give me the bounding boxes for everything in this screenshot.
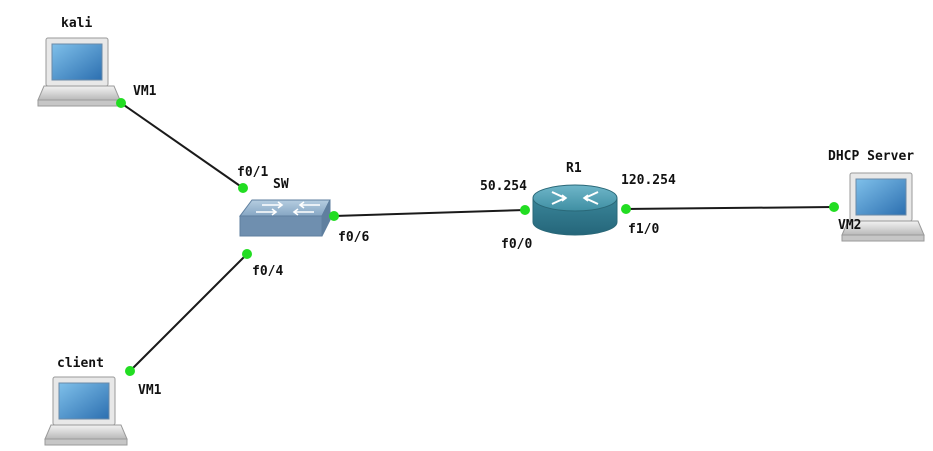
link-switch-router[interactable] xyxy=(333,209,526,217)
port-label-client-vm1: VM1 xyxy=(138,383,162,398)
port-dot-client-vm1 xyxy=(125,366,135,376)
port-label-sw-f0-4: f0/4 xyxy=(252,264,283,279)
port-labels: VM1 f0/1 VM1 f0/4 f0/6 f0/0 50.254 120.2… xyxy=(133,84,861,398)
device-client[interactable]: client xyxy=(44,356,128,446)
device-dhcp-server[interactable]: DHCP Server xyxy=(828,149,925,242)
port-label-kali-vm1: VM1 xyxy=(133,84,157,99)
link-client-switch[interactable] xyxy=(129,253,248,372)
computer-icon xyxy=(37,37,121,107)
device-kali[interactable]: kali xyxy=(37,16,121,107)
port-dots xyxy=(116,98,839,376)
device-switch[interactable]: SW xyxy=(239,177,331,237)
device-label-r1: R1 xyxy=(566,161,582,176)
link-kali-switch[interactable] xyxy=(120,102,244,189)
device-label-client: client xyxy=(57,356,104,371)
switch-icon xyxy=(239,199,331,237)
port-dot-sw-f0-4 xyxy=(242,249,252,259)
port-dot-r1-f1-0 xyxy=(621,204,631,214)
address-label-50-254: 50.254 xyxy=(480,179,527,194)
device-label-sw: SW xyxy=(273,177,289,192)
device-label-kali: kali xyxy=(61,16,92,31)
port-dot-sw-f0-6 xyxy=(329,211,339,221)
computer-icon xyxy=(841,172,925,242)
address-label-120-254: 120.254 xyxy=(621,173,676,188)
computer-icon xyxy=(44,376,128,446)
port-label-dhcp-vm2: VM2 xyxy=(838,218,861,233)
port-label-sw-f0-6: f0/6 xyxy=(338,230,369,245)
links xyxy=(120,102,835,372)
port-dot-dhcp-vm2 xyxy=(829,202,839,212)
port-label-sw-f0-1: f0/1 xyxy=(237,165,268,180)
port-dot-r1-f0-0 xyxy=(520,205,530,215)
device-label-dhcp-server: DHCP Server xyxy=(828,149,914,164)
port-dot-kali-vm1 xyxy=(116,98,126,108)
router-icon xyxy=(532,184,618,236)
device-router[interactable]: R1 xyxy=(532,161,618,236)
port-label-r1-f0-0: f0/0 xyxy=(501,237,532,252)
link-router-dhcp[interactable] xyxy=(625,206,835,210)
port-label-r1-f1-0: f1/0 xyxy=(628,222,659,237)
port-dot-sw-f0-1 xyxy=(238,183,248,193)
